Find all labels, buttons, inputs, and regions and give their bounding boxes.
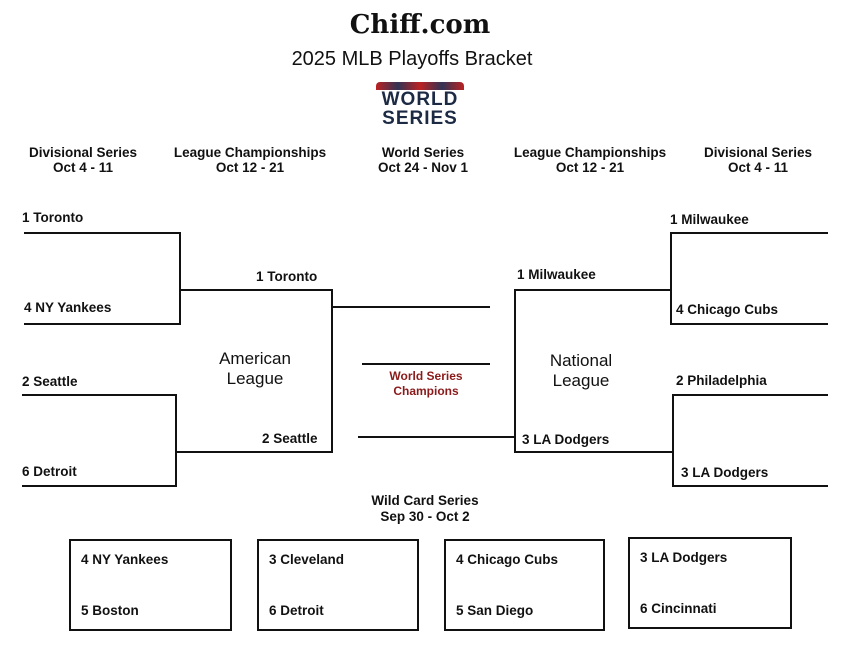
- team-slot: 1 Toronto: [22, 210, 84, 225]
- team-slot: 6 Detroit: [22, 464, 77, 479]
- team-slot: 1 Toronto: [256, 269, 318, 284]
- team-slot: 4 Chicago Cubs: [676, 302, 779, 317]
- team-slot: 3 LA Dodgers: [681, 465, 769, 480]
- team-slot: 1 Milwaukee: [517, 267, 596, 282]
- site-title: Chiff.com: [349, 10, 491, 40]
- team-slot: 3 LA Dodgers: [522, 432, 610, 447]
- team-slot: 2 Philadelphia: [676, 373, 767, 388]
- team-slot: 2 Seattle: [22, 374, 78, 389]
- team-slot: 2 Seattle: [262, 431, 318, 446]
- team-slot: 4 NY Yankees: [24, 300, 112, 315]
- page-title: 2025 MLB Playoffs Bracket: [291, 48, 533, 70]
- team-slot: 1 Milwaukee: [670, 212, 749, 227]
- world-series-logo: WORLD SERIES: [370, 82, 470, 130]
